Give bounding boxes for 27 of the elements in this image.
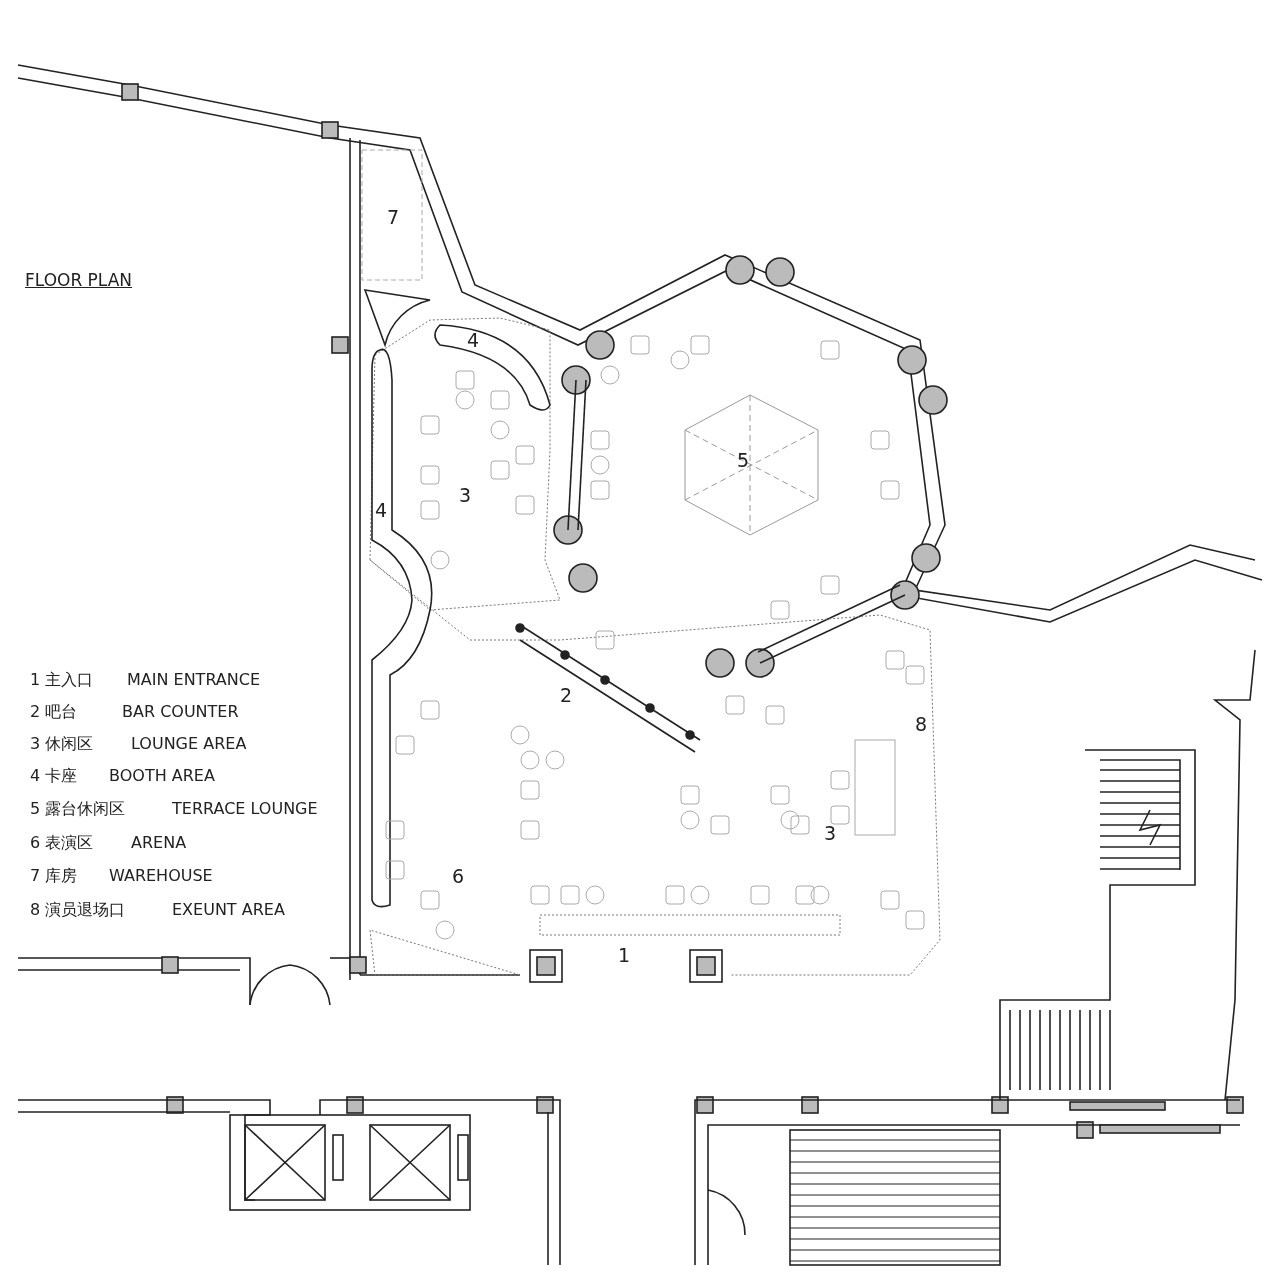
key-entry-label: 5 露台休闲区 <box>30 800 126 818</box>
key-entry-translation: WAREHOUSE <box>109 867 213 885</box>
key-entry-translation: EXEUNT AREA <box>172 901 285 919</box>
callout-number: 8 <box>914 715 928 733</box>
key-entry-translation: MAIN ENTRANCE <box>127 671 261 689</box>
key-entry-label: 7 库房 <box>30 867 78 885</box>
key-entry-translation: BOOTH AREA <box>109 767 215 785</box>
callout-number: 4 <box>374 501 388 519</box>
callout-number: 3 <box>823 824 837 842</box>
key-entry-label: 2 吧台 <box>30 703 78 721</box>
callout-number: 4 <box>466 331 480 349</box>
key-entry-label: 3 休闲区 <box>30 735 94 753</box>
callout-number: 2 <box>559 686 573 704</box>
key-entry-label: 6 表演区 <box>30 834 94 852</box>
key-entry-translation: BAR COUNTER <box>122 703 239 721</box>
key-entry-translation: LOUNGE AREA <box>131 735 247 753</box>
plan-title: FLOOR PLAN <box>25 270 133 290</box>
key-entry-label: 4 卡座 <box>30 767 78 785</box>
key-entry-translation: ARENA <box>131 834 187 852</box>
callout-number: 1 <box>617 946 631 964</box>
key-entry-label: 8 演员退场口 <box>30 901 126 919</box>
key-entry-label: 1 主入口 <box>30 671 94 689</box>
key-entry-translation: TERRACE LOUNGE <box>172 800 318 818</box>
callout-number: 7 <box>386 208 400 226</box>
callout-number: 3 <box>458 486 472 504</box>
callout-number: 6 <box>451 867 465 885</box>
callout-number: 5 <box>736 451 750 469</box>
